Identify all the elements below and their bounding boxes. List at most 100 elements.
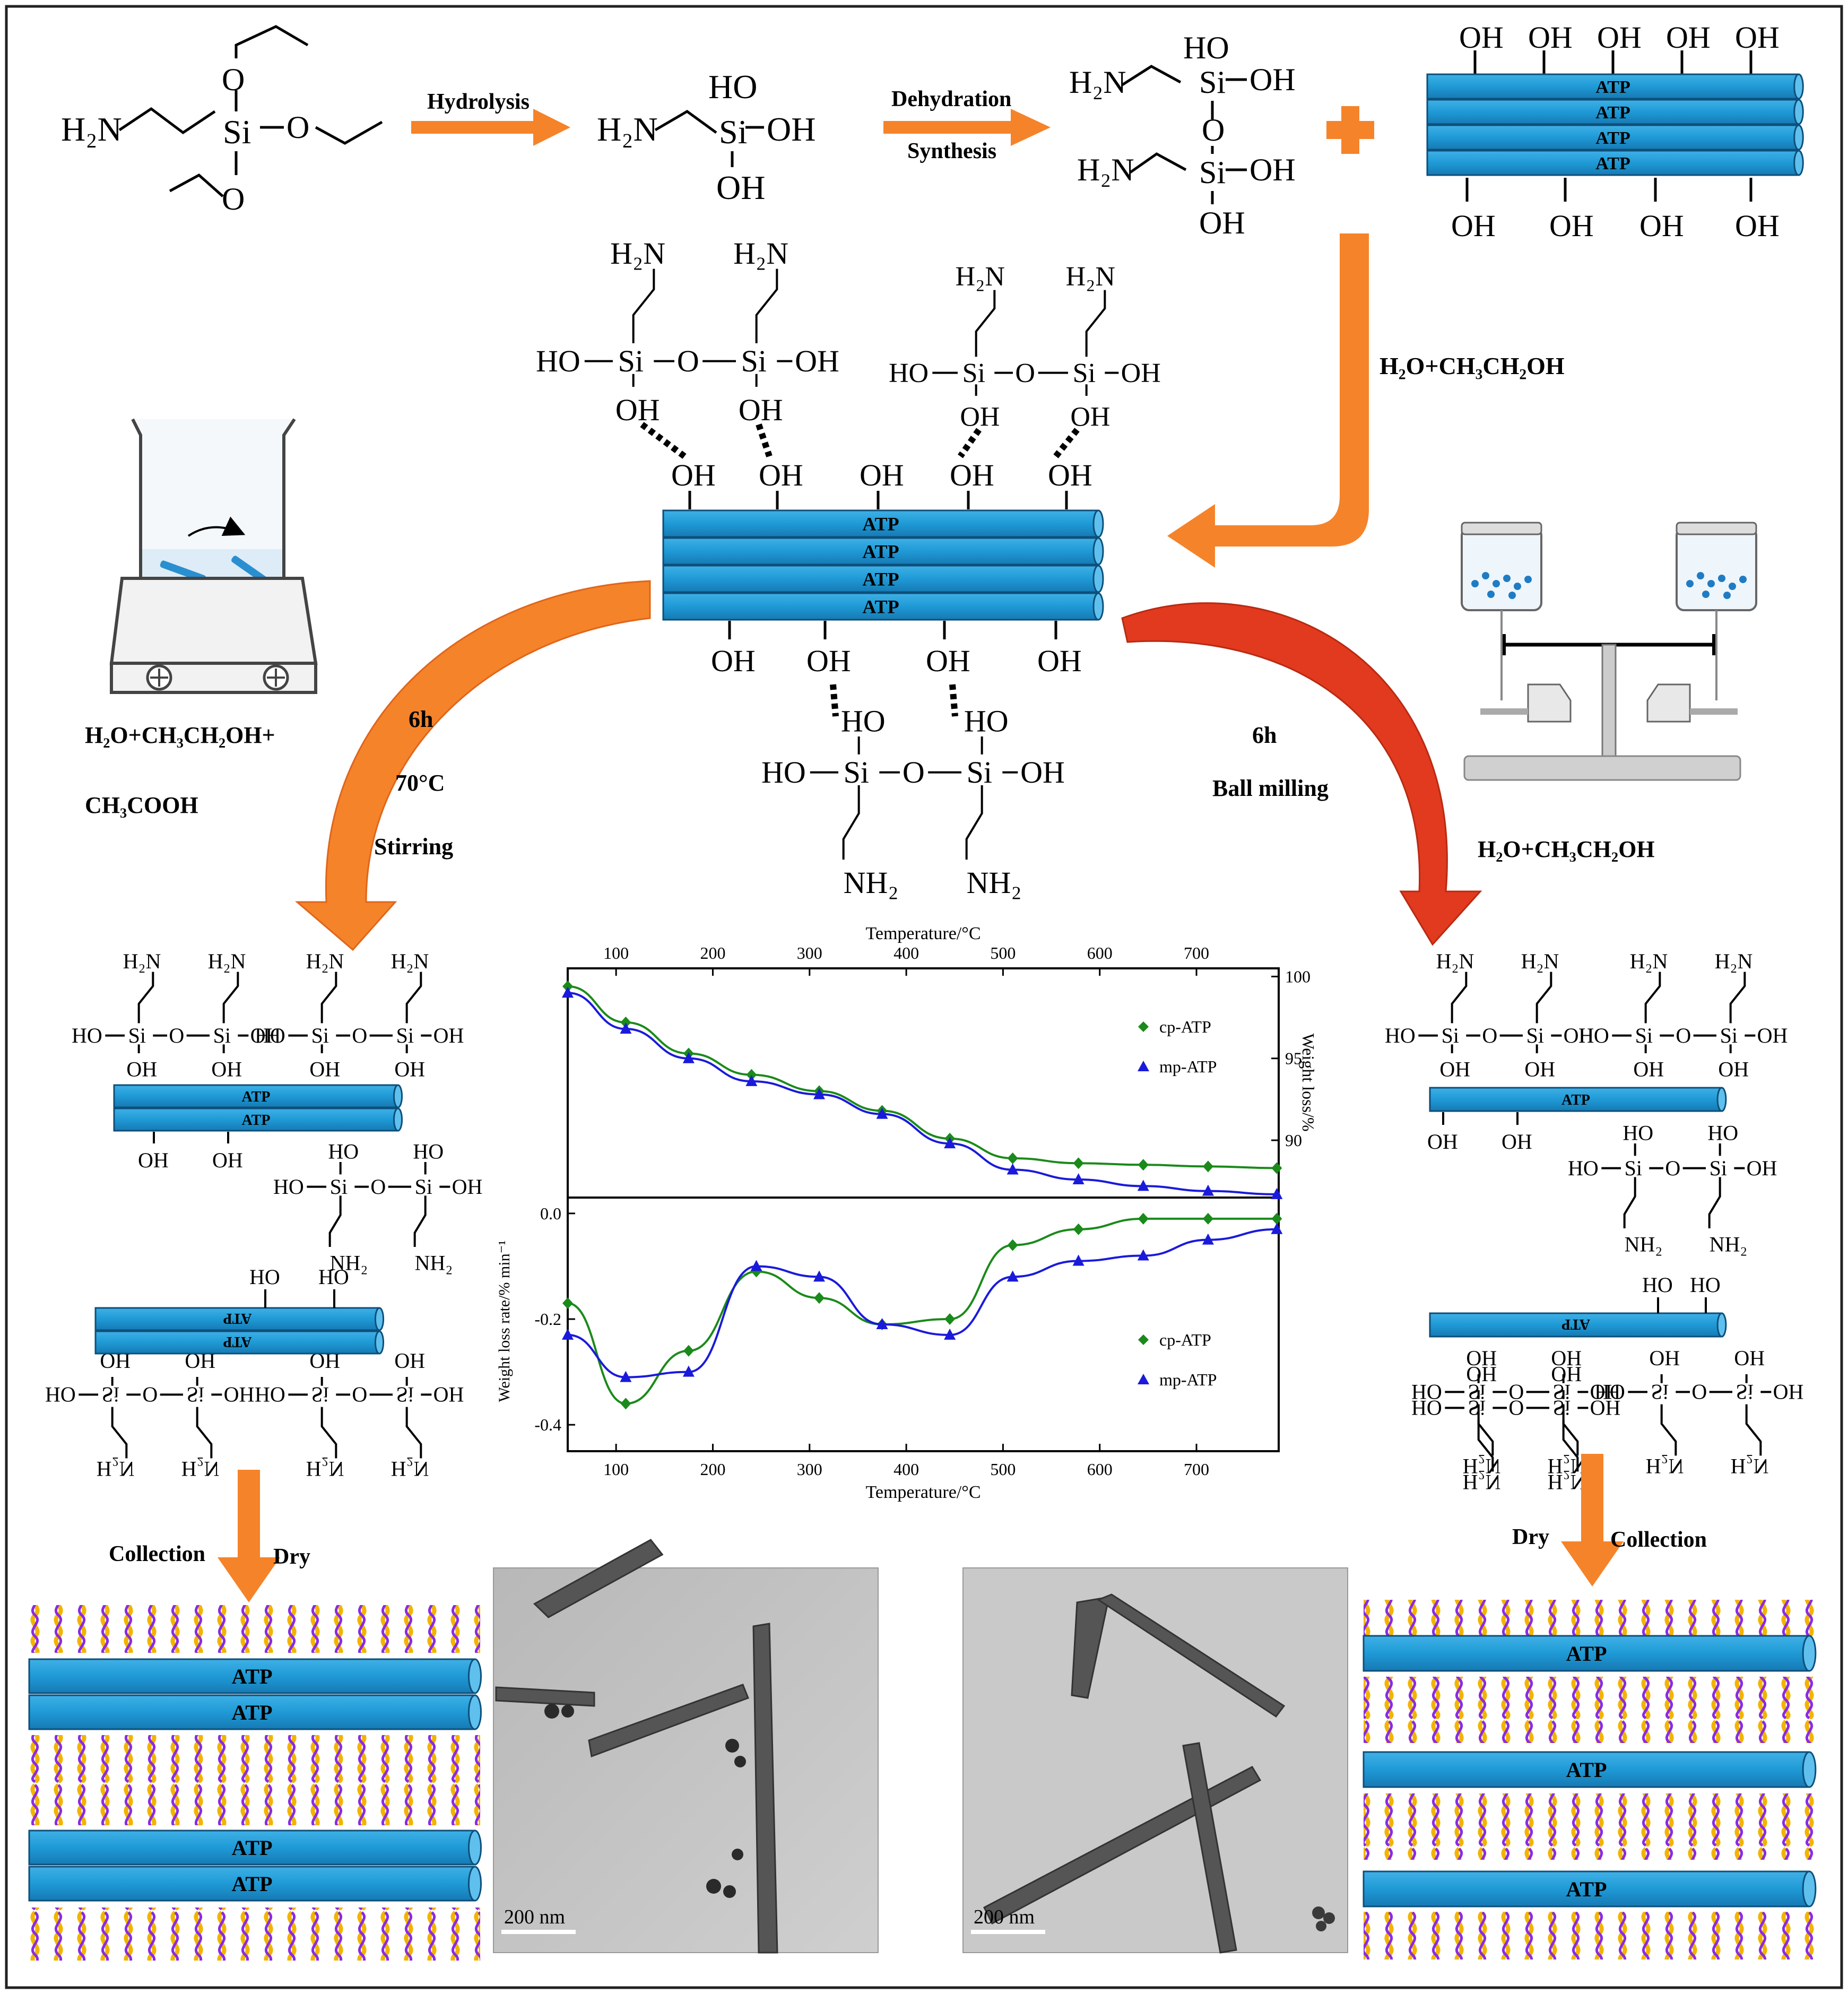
atp-rod: ATP (1429, 1087, 1727, 1112)
h2n-label: H₂N (1463, 1470, 1501, 1494)
oh-label: OH (1597, 20, 1642, 55)
atp-rod: ATP (94, 1307, 385, 1331)
legend-label: cp-ATP (1159, 1330, 1211, 1349)
atp-label: ATP (223, 1333, 252, 1350)
oh-label: OH (1048, 458, 1092, 492)
siloxane-dimer: HO H₂N Si OH O H₂N Si OH OH (1069, 30, 1296, 240)
si-label: Si (187, 1383, 204, 1407)
si-label: Si (1468, 1396, 1486, 1420)
data-point-cp-ATP (620, 1016, 631, 1028)
oh-label: OH (1037, 644, 1082, 678)
data-point-mp-ATP (1072, 1173, 1084, 1185)
ho-label: HO (1594, 1380, 1625, 1404)
oh-label: OH (960, 402, 1000, 432)
si-label: Si (719, 113, 747, 151)
nh2-label: NH₂ (1710, 1232, 1748, 1256)
data-point-mp-ATP (620, 1371, 632, 1382)
oh-label: OH (1466, 1347, 1497, 1371)
x-tick-label: 700 (1184, 1460, 1209, 1479)
si-label: Si (1468, 1380, 1486, 1404)
si-label: Si (1199, 65, 1226, 100)
o-label: O (1508, 1396, 1524, 1420)
oh-label: OH (1633, 1057, 1664, 1081)
tem-image-mp-atp: 200 nm (962, 1567, 1348, 1954)
h2n-label: H₂N (956, 262, 1005, 292)
atp-rod: ATP (662, 565, 1104, 593)
si-label: Si (396, 1024, 414, 1047)
y-tick-label: -0.4 (534, 1415, 561, 1434)
data-point-cp-ATP (1007, 1152, 1018, 1164)
oh-label: OH (1564, 1024, 1594, 1047)
si-label: Si (1710, 1156, 1727, 1180)
atp-rod: ATP (662, 509, 1104, 538)
orange-elbow-arrow: H₂O+CH₃CH₂OH (1167, 233, 1565, 568)
ho-label: HO (708, 68, 757, 106)
x-tick-label: 500 (990, 1460, 1016, 1479)
time-left-label: 6h (409, 706, 433, 732)
data-point-cp-ATP (562, 980, 573, 992)
data-point-mp-ATP (876, 1318, 888, 1329)
oh-label: OH (1427, 1130, 1458, 1154)
o-label: O (287, 110, 309, 145)
data-point-mp-ATP (1271, 1187, 1283, 1199)
atp-label: ATP (862, 569, 899, 590)
oh-label: OH (1639, 209, 1684, 243)
ho-label: HO (1690, 1273, 1721, 1297)
ho-label: HO (72, 1024, 102, 1047)
ho-label: HO (1183, 30, 1229, 65)
polymer-helix-band (1364, 1793, 1815, 1860)
stirring-curved-arrow: 6h 70°C Stirring (294, 580, 651, 951)
h2n-label: H₂N (306, 1457, 344, 1481)
atp-label: ATP (1566, 1642, 1607, 1666)
si-label: Si (1526, 1024, 1544, 1047)
legend-label: mp-ATP (1159, 1057, 1217, 1076)
nh2-label: NH₂ (844, 865, 899, 900)
atp-label: ATP (242, 1112, 271, 1129)
atp-label: ATP (862, 596, 899, 618)
ho-label: HO (964, 704, 1009, 738)
h2n-label: H₂N (610, 236, 665, 271)
h2n-label: H₂N (306, 949, 344, 973)
x-tick-label: 100 (603, 943, 629, 963)
oh-label: OH (1451, 209, 1496, 243)
oh-label: OH (1734, 1347, 1765, 1371)
h2n-label: H₂N (1715, 949, 1753, 973)
x-tick-label: 100 (603, 1460, 629, 1479)
dry-label-left: Dry (273, 1545, 310, 1569)
polymer-helix-band (1364, 1912, 1815, 1960)
h2n-label: H₂N (597, 110, 658, 148)
si-label: Si (1651, 1380, 1669, 1404)
oh-label: OH (1735, 20, 1780, 55)
atp-label: ATP (231, 1664, 272, 1688)
time-right-label: 6h (1252, 722, 1277, 748)
oh-label: OH (1551, 1363, 1582, 1386)
data-point-mp-ATP (682, 1365, 695, 1377)
oh-label: OH (739, 393, 783, 427)
si-label: Si (1720, 1024, 1738, 1047)
o-label: O (1508, 1380, 1524, 1404)
oh-label: OH (1590, 1380, 1621, 1404)
atp-label: ATP (1561, 1092, 1590, 1108)
h2n-label: H₂N (391, 949, 429, 973)
oh-label: OH (1466, 1363, 1497, 1386)
x-tick-label: 400 (893, 943, 919, 963)
si-label: Si (1553, 1380, 1571, 1404)
o-label: O (1676, 1024, 1691, 1047)
solvent-label: H₂O+CH₃CH₂OH (1380, 352, 1565, 379)
oh-label: OH (138, 1148, 169, 1172)
h2n-label: H₂N (1548, 1454, 1586, 1478)
o-label: O (677, 344, 699, 378)
oh-label: OH (224, 1383, 255, 1407)
method-left-label: Stirring (374, 834, 453, 860)
oh-label: OH (211, 1057, 242, 1081)
oh-label: OH (309, 1057, 340, 1081)
atp-label: ATP (862, 514, 899, 535)
polymer-helix-band (29, 1605, 480, 1653)
oh-label: OH (1070, 402, 1110, 432)
